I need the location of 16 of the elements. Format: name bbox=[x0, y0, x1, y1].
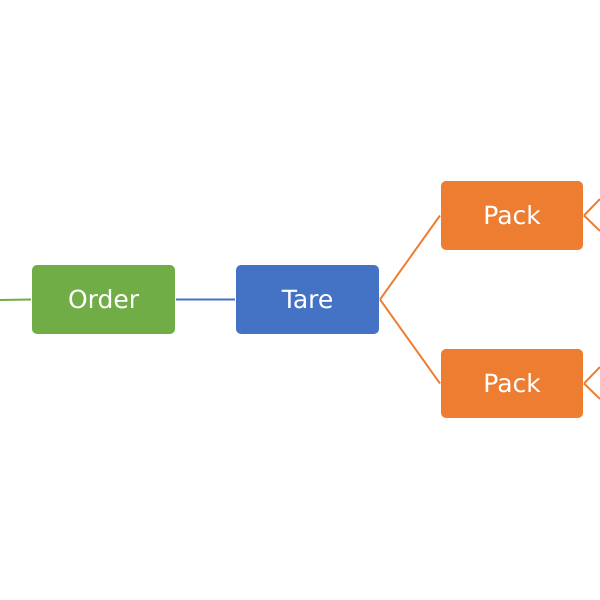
box-label: Order bbox=[68, 285, 140, 314]
connector-line bbox=[0, 298, 32, 301]
process-box bbox=[441, 181, 583, 250]
box-label: Tare bbox=[282, 285, 334, 314]
connector-line bbox=[176, 298, 235, 300]
connector-line bbox=[379, 298, 441, 384]
connector-line bbox=[583, 366, 600, 384]
process-box bbox=[441, 349, 583, 418]
box-label: Pack bbox=[483, 201, 541, 230]
process-box bbox=[236, 265, 379, 334]
connector-line bbox=[583, 198, 600, 216]
connector-line bbox=[379, 214, 441, 300]
connector-line bbox=[583, 382, 600, 400]
process-box bbox=[32, 265, 175, 334]
connector-line bbox=[583, 214, 600, 232]
box-label: Pack bbox=[483, 369, 541, 398]
